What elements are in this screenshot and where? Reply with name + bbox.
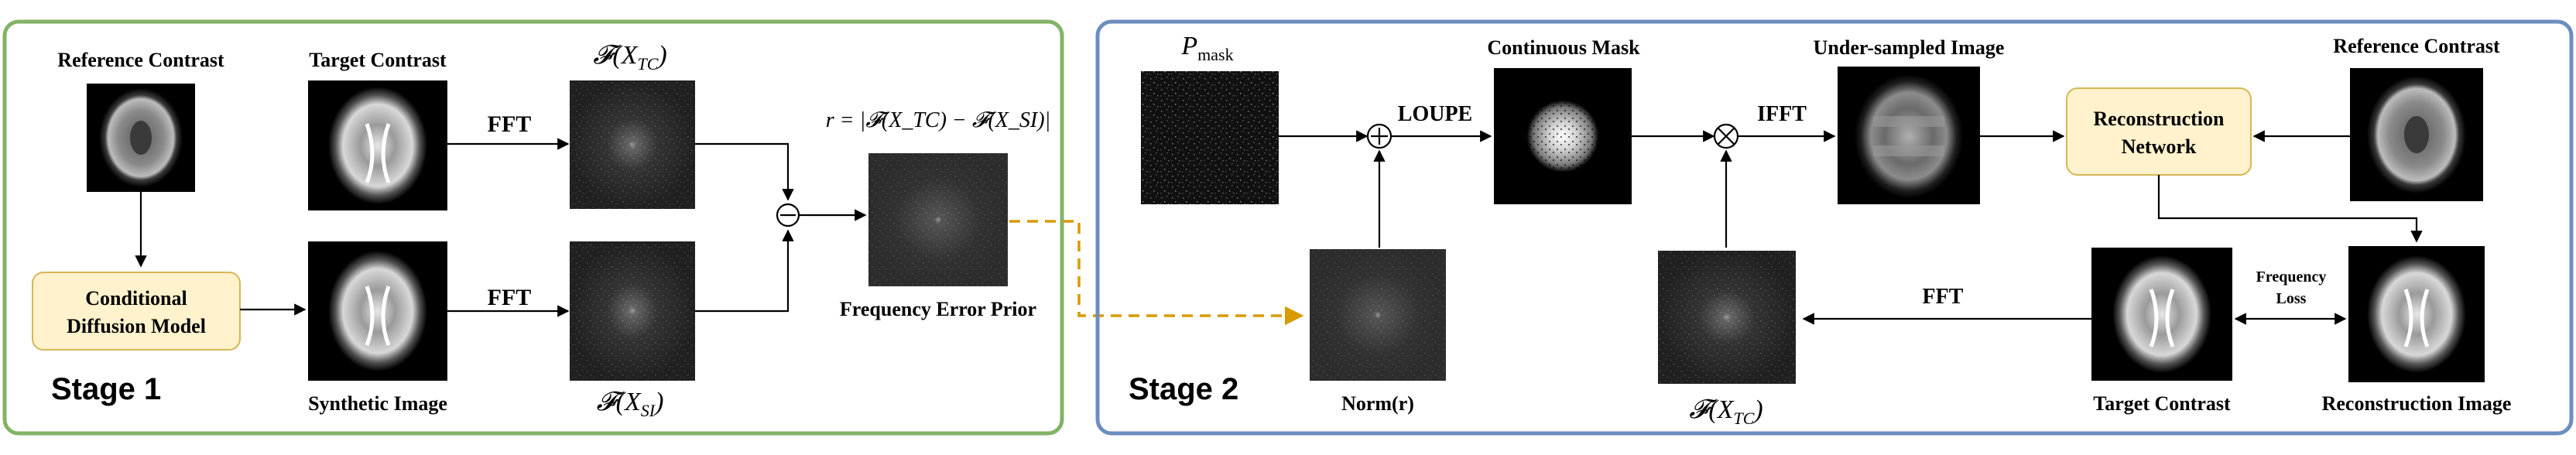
loupe-label: LOUPE xyxy=(1398,102,1472,126)
synthetic-image-label: Synthetic Image xyxy=(308,392,447,415)
reconstruction-network-box xyxy=(2066,87,2252,176)
synthetic-image xyxy=(308,241,447,381)
f-si-sub: SI xyxy=(641,401,656,420)
recon-net-line2: Network xyxy=(2122,135,2197,158)
f-tc-2-spectrum xyxy=(1658,251,1796,384)
f-tc-close: ) xyxy=(656,41,666,70)
target-contrast-image xyxy=(308,80,447,210)
diffusion-model-line2: Diffusion Model xyxy=(67,315,206,337)
stage1-panel xyxy=(2,19,1064,436)
target-contrast-2-image xyxy=(2091,248,2232,381)
f-tc-2-sub: TC xyxy=(1733,409,1754,428)
fft-top-label: FFT xyxy=(488,111,532,137)
reconstruction-image-label: Reconstruction Image xyxy=(2322,392,2512,415)
reconstruction-image xyxy=(2348,246,2485,382)
f-tc-2-close: ) xyxy=(1752,395,1762,424)
error-formula: r = |𝓕(X_TC) − 𝓕(X_SI)| xyxy=(826,108,1051,132)
reference-contrast-image xyxy=(87,84,195,192)
f-tc-main: 𝓕(X xyxy=(593,41,638,70)
stage2-panel xyxy=(1095,19,2574,436)
prior-dashed-arrow xyxy=(1009,220,1304,326)
stage1-title: Stage 1 xyxy=(51,372,161,406)
undersampled-label: Under-sampled Image xyxy=(1814,36,2005,59)
arrow-recon-to-output xyxy=(2157,175,2423,243)
continuous-mask-image xyxy=(1494,68,1632,204)
reference-contrast-2-label: Reference Contrast xyxy=(2333,35,2500,57)
continuous-mask-label: Continuous Mask xyxy=(1487,36,1640,59)
multiply-operator xyxy=(1713,123,1739,149)
arrow-fsi-to-minus xyxy=(695,229,794,313)
f-tc-2-label: 𝓕(XTC) xyxy=(1689,395,1762,428)
fft-bottom-label: FFT xyxy=(488,285,532,310)
frequency-error-prior-label: Frequency Error Prior xyxy=(840,298,1036,320)
f-si-spectrum xyxy=(570,241,695,381)
f-tc-sub: TC xyxy=(637,54,658,74)
reference-contrast-label: Reference Contrast xyxy=(57,49,224,71)
plus-operator xyxy=(1366,123,1392,149)
ifft-label: IFFT xyxy=(1757,102,1807,126)
f-tc-label: 𝓕(XTC) xyxy=(593,41,666,74)
frequency-loss-line1: Frequency xyxy=(2256,269,2327,286)
norm-r-label: Norm(r) xyxy=(1341,392,1414,415)
stage2-title: Stage 2 xyxy=(1129,372,1238,406)
recon-net-line1: Reconstruction xyxy=(2094,108,2225,130)
target-contrast-label: Target Contrast xyxy=(309,49,447,71)
f-tc-2-main: 𝓕(X xyxy=(1689,395,1734,424)
diffusion-model-box xyxy=(32,272,241,351)
minus-operator xyxy=(776,203,800,228)
frequency-loss-line2: Loss xyxy=(2276,290,2307,307)
fft-2-label: FFT xyxy=(1923,285,1964,309)
p-mask-sub: mask xyxy=(1197,45,1233,64)
undersampled-image xyxy=(1838,67,1980,204)
f-si-close: ) xyxy=(653,388,663,416)
frequency-error-image xyxy=(868,153,1008,286)
f-si-label: 𝓕(XSI) xyxy=(597,388,664,420)
arrow-ftc-to-minus xyxy=(695,142,794,201)
p-mask-main: P xyxy=(1180,32,1197,60)
diffusion-model-line1: Conditional xyxy=(85,287,187,310)
norm-r-image xyxy=(1310,249,1446,381)
f-si-main: 𝓕(X xyxy=(597,388,642,416)
target-contrast-2-label: Target Contrast xyxy=(2093,392,2231,415)
p-mask-label: Pmask xyxy=(1180,32,1233,64)
f-tc-spectrum xyxy=(570,80,695,209)
p-mask-image xyxy=(1141,71,1279,204)
reference-contrast-2-image xyxy=(2350,68,2483,201)
